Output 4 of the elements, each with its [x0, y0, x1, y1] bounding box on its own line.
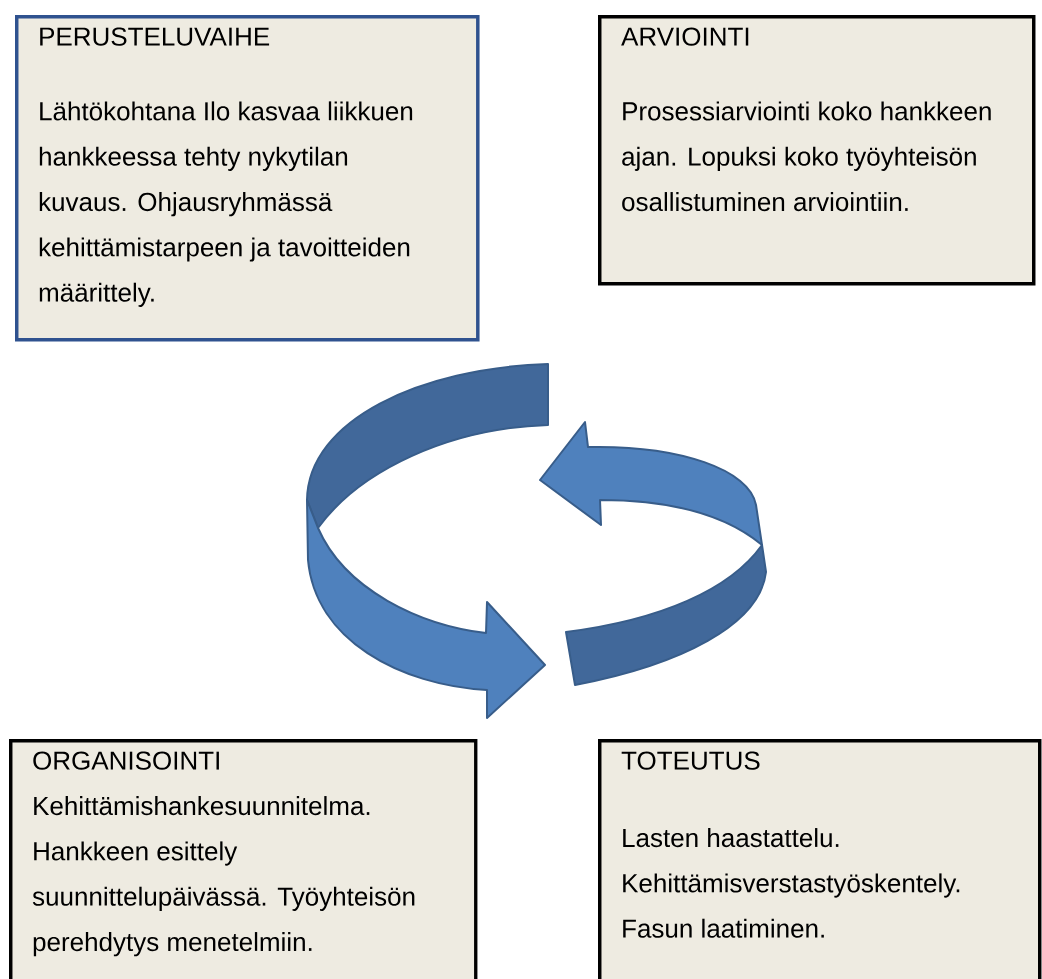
phase-box: ORGANISOINTI Kehittämishankesuunnitelma. Hankkeen esittely suunnittelupäivässä. Työyhteisön perehdytys menetelmiin.: [9, 739, 478, 979]
phase-box: PERUSTELUVAIHE Lähtökohtana Ilo kasvaa liikkuen hankkeessa tehty nykytilan kuvaus. Ohjausryhmässä kehittämistarpeen ja tavoitteiden määrittely.: [15, 15, 480, 342]
phase-box: TOTEUTUS Lasten haastattelu. Kehittämisverstastyöskentely. Fasun laatiminen.: [598, 739, 1042, 979]
phase-box: ARVIOINTI Prosessiarviointi koko hankkeen ajan. Lopuksi koko työyhteisön osallistuminen arviointiin.: [598, 15, 1036, 286]
